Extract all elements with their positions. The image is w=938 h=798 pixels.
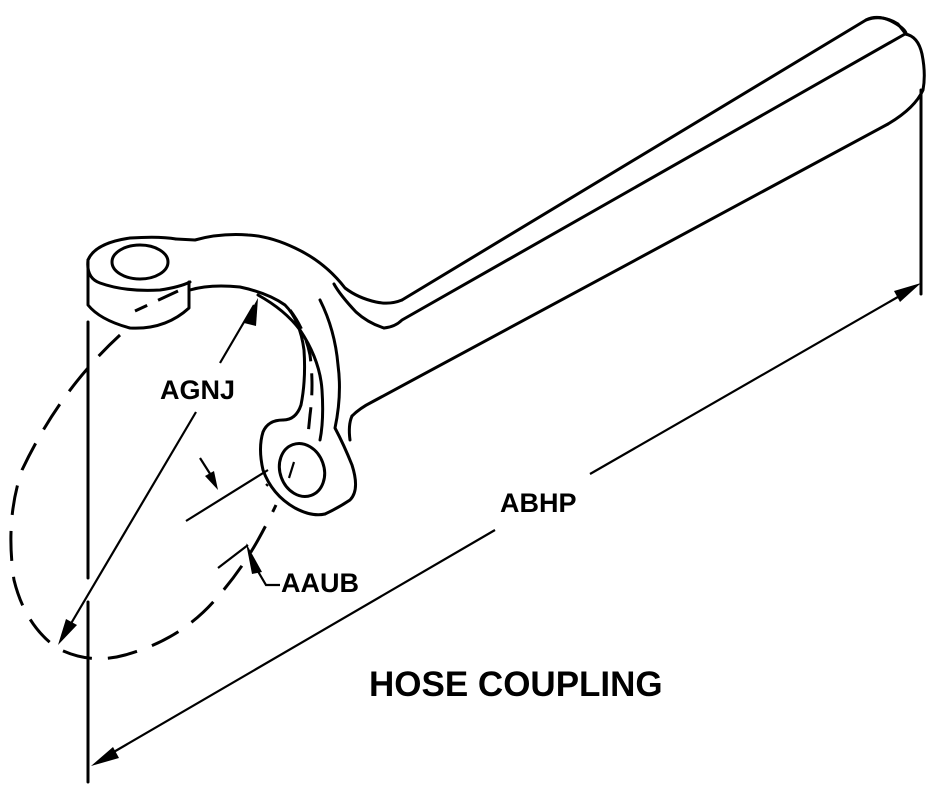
dimension-agnj: AGNJ — [58, 298, 258, 645]
arrowhead-agnj-top — [244, 298, 258, 326]
top-lug — [86, 235, 192, 330]
arrowhead-aaub-bottom — [246, 543, 262, 574]
label-abhp: ABHP — [500, 488, 577, 518]
arrowhead-abhp-right — [894, 283, 921, 302]
dimension-aaub: AAUB — [185, 457, 359, 598]
arrowhead-agnj-bottom — [58, 619, 77, 645]
dimension-abhp: ABHP — [91, 283, 921, 766]
wrench-handle — [350, 15, 926, 418]
hose-outline — [9, 333, 278, 661]
label-aaub: AAUB — [281, 568, 359, 598]
wrench-hook — [174, 233, 404, 517]
figure-title: HOSE COUPLING — [369, 665, 663, 704]
arrowhead-aaub-top — [205, 471, 218, 490]
label-agnj: AGNJ — [160, 375, 235, 405]
arrowhead-abhp-left — [91, 747, 119, 766]
